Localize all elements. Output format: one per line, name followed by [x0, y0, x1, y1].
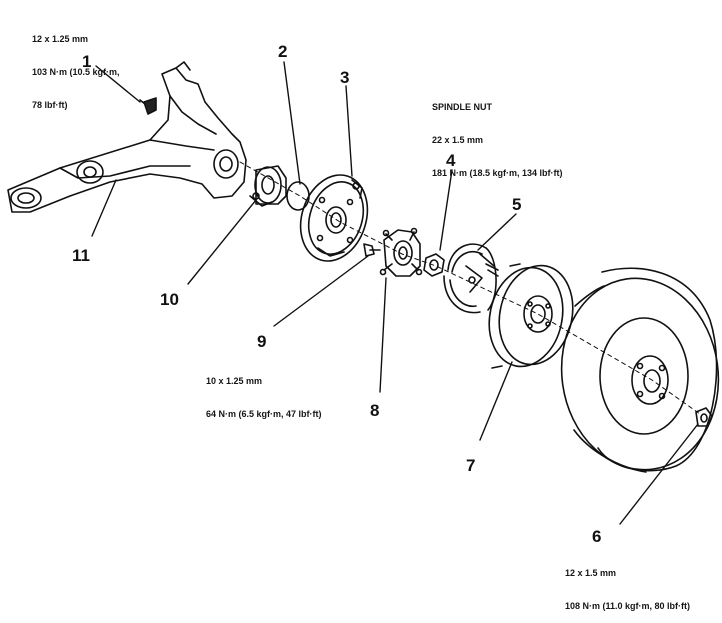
bolt-1: [139, 97, 157, 115]
callout-3: 3: [340, 68, 349, 87]
backing-plate: [299, 174, 369, 262]
bolt-9-torque: 64 N·m (6.5 kgf·m, 47 lbf·ft): [206, 409, 322, 419]
bolt-9-spec: 10 x 1.25 mm 64 N·m (6.5 kgf·m, 47 lbf·f…: [206, 354, 322, 431]
wheel-tire: [560, 267, 720, 473]
spindle-nut: [423, 253, 445, 277]
bolt-1-torque-cont: 78 lbf·ft): [32, 100, 68, 110]
brake-shoes: [443, 243, 499, 314]
callout-1: 1: [82, 52, 91, 71]
callout-10: 10: [160, 290, 179, 309]
bolt-1-torque: 103 N·m (10.5 kgf·m,: [32, 67, 120, 77]
o-ring: [286, 181, 310, 211]
callout-2: 2: [278, 42, 287, 61]
nut-6-size: 12 x 1.5 mm: [565, 568, 617, 578]
callout-8: 8: [370, 401, 379, 420]
spindle-nut-title: SPINDLE NUT: [432, 102, 493, 112]
trailing-arm: [7, 61, 247, 213]
spindle-nut-size: 22 x 1.5 mm: [432, 135, 484, 145]
callout-7: 7: [466, 456, 475, 475]
rear-brake-exploded-diagram: 1 2 3 4 5 6 7 8 9 10 11: [7, 42, 720, 546]
leader-lines: [91, 61, 699, 525]
bolt-9-size: 10 x 1.25 mm: [206, 376, 263, 386]
bolt-1-spec: 12 x 1.25 mm 103 N·m (10.5 kgf·m, 78 lbf…: [32, 12, 120, 122]
callout-11: 11: [72, 246, 90, 265]
bolt-1-size: 12 x 1.25 mm: [32, 34, 89, 44]
hub-bearing-unit: [249, 165, 287, 207]
spindle-nut-spec: SPINDLE NUT 22 x 1.5 mm 181 N·m (18.5 kg…: [432, 80, 563, 190]
callout-9: 9: [257, 332, 266, 351]
hub-flange: [379, 227, 423, 277]
wheel-bolt-9: [363, 243, 381, 257]
callout-6: 6: [592, 527, 601, 546]
spindle-nut-torque: 181 N·m (18.5 kgf·m, 134 lbf·ft): [432, 168, 563, 178]
nut-6-torque: 108 N·m (11.0 kgf·m, 80 lbf·ft): [565, 601, 691, 611]
callout-4: 4: [446, 151, 456, 170]
callout-5: 5: [512, 195, 521, 214]
